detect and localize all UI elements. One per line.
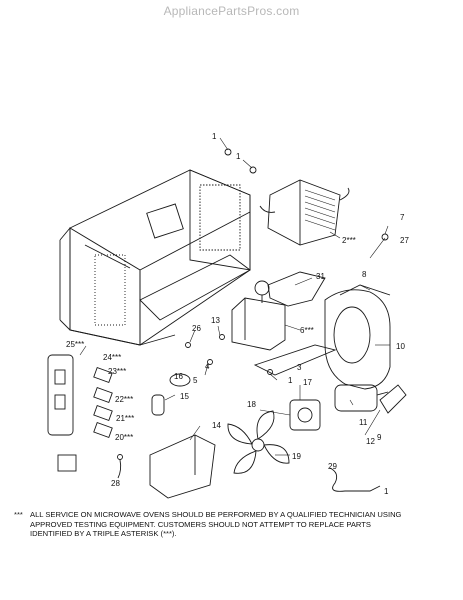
callout-22: 22*** (115, 395, 134, 404)
callout-23: 23*** (108, 367, 127, 376)
capacitor-bracket (379, 384, 407, 414)
fan-motor (289, 399, 321, 431)
note-line-1: ALL SERVICE ON MICROWAVE OVENS SHOULD BE… (30, 510, 402, 519)
screws (117, 148, 389, 460)
callout-25: 25*** (66, 340, 85, 349)
callout-1-top: 1 (212, 132, 217, 141)
wire-harness (117, 459, 381, 492)
callout-1-mid: 1 (288, 376, 293, 385)
callout-11: 11 (359, 418, 368, 427)
callout-4: 4 (205, 362, 210, 371)
fan-housing (324, 284, 391, 390)
callout-7: 7 (400, 213, 405, 222)
oven-cavity-chassis (59, 169, 251, 346)
callout-21: 21*** (116, 414, 135, 423)
note-line-2: APPROVED TESTING EQUIPMENT. CUSTOMERS SH… (30, 519, 371, 529)
air-duct (253, 271, 337, 376)
callout-15: 15 (180, 392, 189, 401)
base-cover (149, 434, 216, 499)
interlock-switches (93, 366, 113, 439)
callout-31: 31 (316, 272, 325, 281)
callout-28: 28 (111, 479, 120, 488)
callout-18: 18 (247, 400, 256, 409)
callout-8: 8 (362, 270, 367, 279)
fan-blade (227, 410, 290, 474)
high-voltage-transformer (259, 179, 350, 246)
callout-24: 24*** (103, 353, 122, 362)
capacitor (334, 384, 389, 412)
callout-19: 19 (292, 452, 301, 461)
callout-16: 16 (174, 372, 183, 381)
callout-13: 13 (211, 316, 220, 325)
callout-1-upper: 1 (236, 152, 241, 161)
callout-6: 6*** (300, 326, 314, 335)
watermark: AppliancePartsPros.com (163, 4, 300, 18)
callout-20: 20*** (115, 433, 134, 442)
callout-12: 12 (366, 437, 375, 446)
callout-1-bottom: 1 (384, 487, 389, 496)
callout-14: 14 (212, 421, 221, 430)
callout-10: 10 (396, 342, 405, 351)
callout-27: 27 (400, 236, 409, 245)
callout-9: 9 (377, 433, 382, 442)
callout-17: 17 (303, 378, 312, 387)
callout-29: 29 (328, 462, 337, 471)
callout-26: 26 (192, 324, 201, 333)
note-line-3: IDENTIFIED BY A TRIPLE ASTERISK (***). (30, 529, 177, 538)
magnetron (231, 280, 286, 351)
lamp-socket (151, 373, 191, 416)
callout-2: 2*** (342, 236, 356, 245)
callout-5: 5 (193, 376, 198, 385)
service-warning-note: *** ALL SERVICE ON MICROWAVE OVENS SHOUL… (14, 510, 450, 539)
note-asterisks: *** (14, 510, 23, 519)
callout-3: 3 (297, 363, 302, 372)
leader-lines (79, 137, 390, 456)
latch-assembly (47, 354, 77, 472)
